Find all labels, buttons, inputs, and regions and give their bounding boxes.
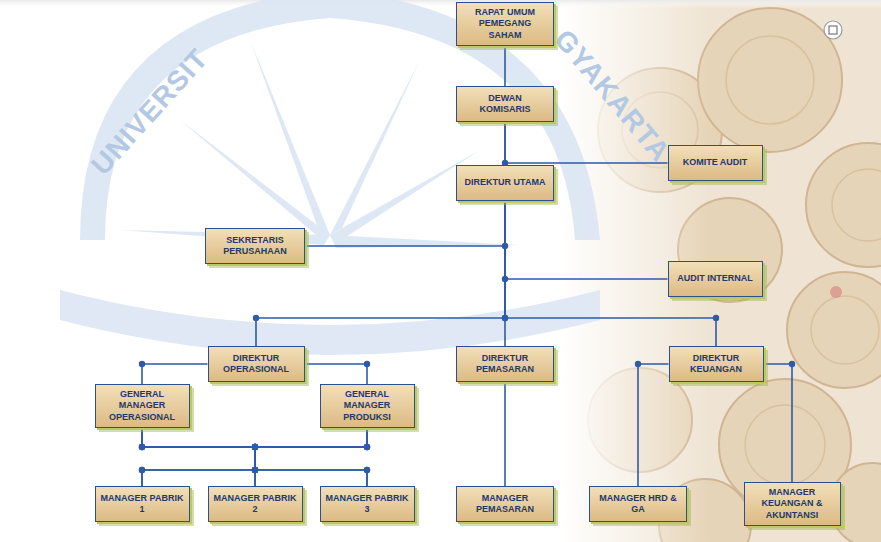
junction-dot (364, 467, 370, 473)
org-box: MANAGER PABRIK 1 (95, 486, 190, 522)
junction-dot (252, 444, 258, 450)
junction-dot (364, 361, 370, 367)
connector-line (305, 364, 368, 384)
org-connector (139, 428, 370, 486)
org-connector (764, 361, 796, 482)
org-connector (139, 361, 208, 384)
org-connector (305, 361, 371, 384)
box-label: MANAGER PABRIK 2 (214, 493, 297, 516)
junction-dot (139, 467, 145, 473)
junction-dot (139, 444, 145, 450)
watermark-text: GYAKARTA (548, 24, 677, 169)
junction-dot (139, 467, 145, 473)
junction-dot (252, 444, 258, 450)
org-box: DIREKTUR UTAMA (456, 165, 554, 201)
org-box: MANAGER PABRIK 3 (320, 486, 415, 522)
org-connector (139, 428, 370, 486)
box-label: MANAGER PABRIK 1 (101, 493, 184, 516)
org-connector (252, 428, 370, 486)
connector-line (142, 428, 255, 486)
junction-dot (252, 467, 258, 473)
connector-line (142, 364, 208, 384)
connector-line (256, 201, 505, 346)
watermark-text: UNIVERSIT (85, 42, 215, 181)
box-label: DIREKTUR UTAMA (465, 177, 546, 188)
org-connector (635, 361, 669, 486)
junction-dot (253, 315, 259, 321)
junction-dot (364, 444, 370, 450)
junction-dot (364, 444, 370, 450)
box-label: MANAGER PABRIK 3 (326, 493, 409, 516)
org-box: SEKRETARIS PERUSAHAAN (205, 228, 305, 264)
org-box: GENERAL MANAGER PRODUKSI (320, 384, 415, 428)
box-label: GENERAL MANAGER OPERASIONAL (101, 389, 184, 423)
org-box: DIREKTUR PEMASARAN (456, 346, 554, 382)
org-box: DEWAN KOMISARIS (456, 86, 554, 122)
junction-dot (789, 361, 795, 367)
connector-line (504, 382, 506, 486)
org-box: AUDIT INTERNAL (668, 261, 763, 297)
junction-dot (635, 361, 641, 367)
box-label: DIREKTUR OPERASIONAL (214, 353, 299, 376)
connector-line (764, 364, 793, 482)
connector-line (255, 428, 367, 486)
org-connector (252, 428, 370, 486)
watermark-logo (60, 0, 600, 355)
junction-dot (252, 467, 258, 473)
junction-dot (252, 444, 258, 450)
org-connector (253, 201, 508, 346)
org-connector (139, 428, 258, 486)
connector-line (255, 428, 367, 486)
junction-dot (252, 467, 258, 473)
junction-dot (139, 444, 145, 450)
junction-dot (252, 444, 258, 450)
junction-dot (139, 444, 145, 450)
connector-line (505, 201, 668, 279)
org-box: MANAGER PABRIK 2 (208, 486, 303, 522)
org-box: DIREKTUR OPERASIONAL (208, 346, 305, 382)
junction-dot (252, 467, 258, 473)
junction-dot (364, 444, 370, 450)
org-box: DIREKTUR KEUANGAN (669, 346, 764, 382)
expand-icon (824, 21, 842, 39)
box-label: RAPAT UMUM PEMEGANG SAHAM (462, 7, 548, 41)
org-connector (505, 46, 506, 86)
connector-line (638, 364, 669, 486)
connector-line (142, 428, 367, 486)
junction-dot (252, 444, 258, 450)
box-label: DEWAN KOMISARIS (462, 93, 548, 116)
box-label: MANAGER HRD & GA (595, 493, 681, 516)
org-connector (305, 201, 508, 249)
junction-dot (252, 467, 258, 473)
box-label: AUDIT INTERNAL (677, 273, 753, 284)
org-box: MANAGER KEUANGAN & AKUNTANSI (744, 482, 841, 526)
box-label: KOMITE AUDIT (683, 157, 748, 168)
connector-line (142, 428, 255, 486)
box-label: MANAGER KEUANGAN & AKUNTANSI (750, 487, 835, 521)
junction-dot (502, 315, 508, 321)
org-box: KOMITE AUDIT (668, 145, 763, 181)
box-label: DIREKTUR KEUANGAN (675, 353, 758, 376)
org-connector (502, 201, 668, 282)
junction-dot (139, 361, 145, 367)
junction-dot (713, 315, 719, 321)
connector-line (142, 428, 367, 486)
org-connector (505, 382, 506, 486)
box-label: MANAGER PEMASARAN (462, 493, 548, 516)
org-box: MANAGER PEMASARAN (456, 486, 554, 522)
org-box: MANAGER HRD & GA (589, 486, 687, 522)
box-label: DIREKTUR PEMASARAN (462, 353, 548, 376)
org-box: GENERAL MANAGER OPERASIONAL (95, 384, 190, 428)
junction-dot (364, 467, 370, 473)
box-label: GENERAL MANAGER PRODUKSI (326, 389, 409, 423)
org-box: RAPAT UMUM PEMEGANG SAHAM (456, 2, 554, 46)
box-label: SEKRETARIS PERUSAHAAN (211, 235, 299, 258)
org-connector (139, 428, 258, 486)
connector-line (305, 201, 505, 246)
junction-dot (252, 467, 258, 473)
connector-line (504, 46, 506, 86)
junction-dot (502, 315, 508, 321)
junction-dot (252, 444, 258, 450)
